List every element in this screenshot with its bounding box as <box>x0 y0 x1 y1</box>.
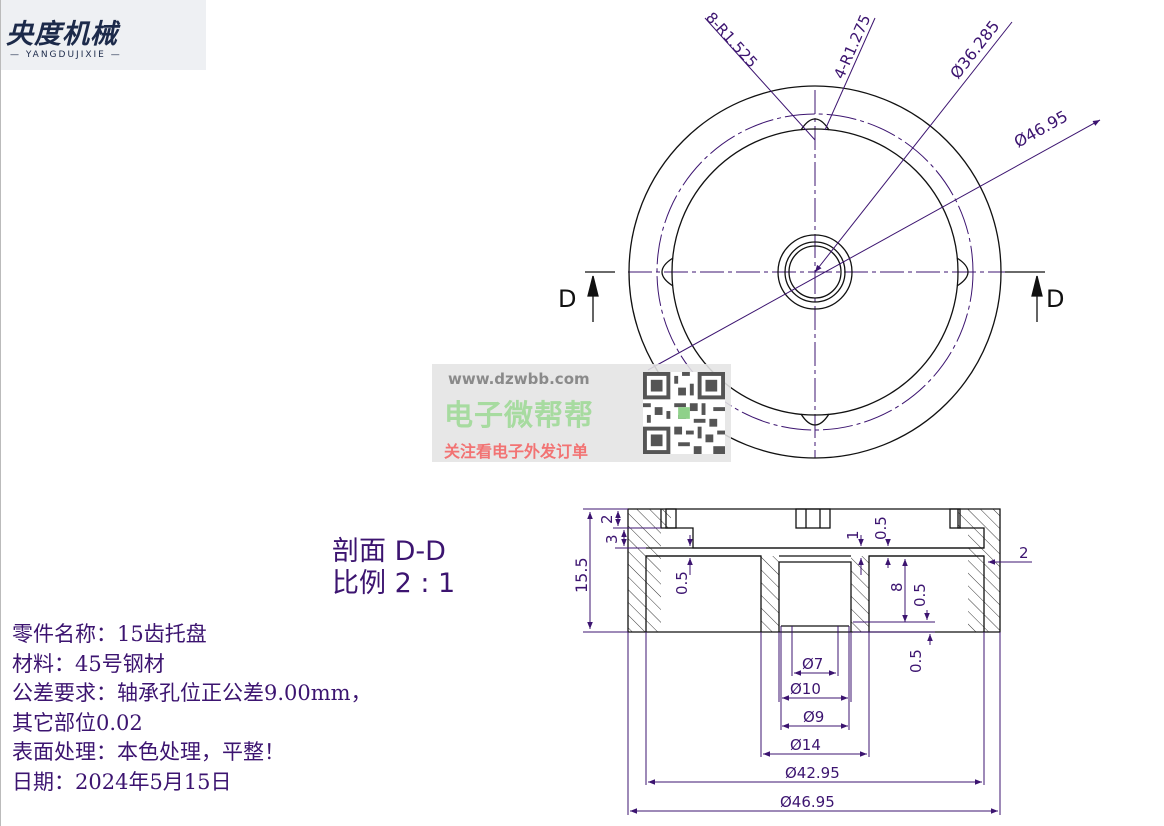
watermark-name: 电子微帮帮 <box>444 398 595 432</box>
section-marker-right: D <box>1046 285 1064 313</box>
dim-1: 1 <box>844 530 862 540</box>
bore-circle <box>788 245 842 299</box>
dim-dia-9: Ø9 <box>803 708 824 726</box>
dim-dia-10: Ø10 <box>790 680 821 698</box>
dim-8: 8 <box>888 582 906 592</box>
dim-dia-42-95: Ø42.95 <box>785 764 840 782</box>
company-logo: 央度机械 — YANGDUJIXIE — <box>0 0 206 70</box>
section-caption: 剖面 D-D 比例 2 : 1 <box>332 536 455 600</box>
dim-15-5: 15.5 <box>572 557 591 593</box>
notch-right <box>956 257 969 287</box>
leader-4r <box>824 17 876 131</box>
dim-2-right: 2 <box>1019 544 1029 562</box>
note-part-name: 零件名称：15齿托盘 <box>12 622 207 646</box>
watermark-url: www.dzwbb.com <box>448 370 590 388</box>
boss-mid-circle <box>784 241 846 303</box>
watermark-banner: www.dzwbb.com 电子微帮帮 关注看电子外发订单 <box>432 364 731 462</box>
bolt-circle <box>656 113 974 431</box>
dim-4r: 4-R1.275 <box>830 12 874 82</box>
note-material: 材料：45号钢材 <box>12 651 165 676</box>
watermark-slogan: 关注看电子外发订单 <box>444 442 589 461</box>
leader-dia-outer <box>647 119 1101 371</box>
leader-8r <box>704 17 816 141</box>
dim-2: 2 <box>598 514 616 524</box>
qr-code-icon <box>643 372 725 454</box>
note-surface: 表面处理：本色处理，平整！ <box>12 740 285 765</box>
note-tolerance: 公差要求：轴承孔位正公差9.00mm， <box>12 681 372 706</box>
logo-subtitle: — YANGDUJIXIE — <box>10 50 122 60</box>
dim-0-5-r2: 0.5 <box>907 649 925 673</box>
dim-dia-7: Ø7 <box>802 655 823 673</box>
notch-bottom <box>800 413 830 426</box>
section-view: 15.5 2 3 0.5 1 0.5 2 8 0.5 0.5 Ø7 Ø10 Ø9… <box>572 508 1032 815</box>
inner-circle <box>671 128 959 416</box>
leader-dia-inner <box>814 21 1013 273</box>
outer-circle <box>628 85 1002 459</box>
notch-left <box>661 257 674 287</box>
dim-dia-outer: Ø46.95 <box>1011 107 1071 152</box>
center-lines <box>628 90 1005 458</box>
dim-8r: 8-R1.525 <box>702 9 761 72</box>
technical-notes: 零件名称：15齿托盘 材料：45号钢材 公差要求：轴承孔位正公差9.00mm， … <box>12 620 372 798</box>
boss-outer-circle <box>777 234 853 310</box>
dim-0-5-top: 0.5 <box>872 516 890 540</box>
dim-dia-46-95: Ø46.95 <box>780 793 835 811</box>
section-marker-left: D <box>558 285 576 313</box>
dim-3: 3 <box>603 534 621 544</box>
section-title: 剖面 D-D <box>332 536 446 567</box>
note-tolerance-other: 其它部位0.02 <box>12 710 143 735</box>
note-date: 日期：2024年5月15日 <box>12 769 232 794</box>
dim-0-5-r1: 0.5 <box>911 583 929 607</box>
dim-dia-inner: Ø36.285 <box>946 17 1003 83</box>
dim-0-5-left: 0.5 <box>673 571 691 595</box>
logo-brand: 央度机械 <box>6 19 118 50</box>
dim-dia-14: Ø14 <box>790 736 821 754</box>
section-scale: 比例 2 : 1 <box>332 568 456 599</box>
